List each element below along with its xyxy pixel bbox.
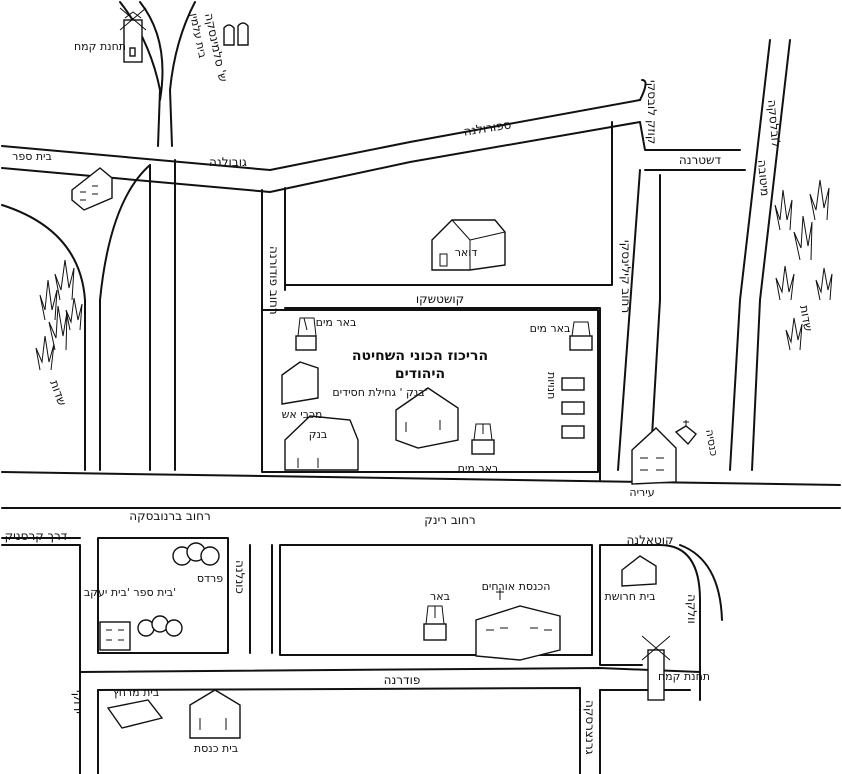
road-left-diagonal — [1, 164, 151, 471]
road-upper-branch — [119, 1, 196, 147]
field-right — [774, 179, 833, 351]
label-windmill-top: תחנת קמח — [74, 40, 126, 53]
field-left — [35, 259, 83, 371]
label-podurna-bottom: פודרנה — [384, 673, 421, 687]
road-lubelska — [729, 39, 791, 471]
label-krasnik-road: דרך קרסניק — [5, 529, 68, 543]
label-fire-station: מכבי אש — [282, 408, 323, 421]
label-well-3: באר מים — [458, 462, 499, 475]
road-kosciuszko — [284, 307, 601, 481]
label-well-4: באר — [430, 590, 450, 603]
label-center-title-1: הריכוז הכוני השחיטה — [352, 348, 488, 364]
lower-middle-block — [279, 544, 593, 656]
road-lower-left — [1, 537, 99, 774]
label-well-2: באר מים — [530, 322, 571, 335]
shtibl-building-icon — [395, 387, 459, 449]
label-shops: חנויות — [545, 372, 558, 399]
label-branovska: רחוב ברנובסקה — [129, 509, 211, 523]
shops-icon — [561, 377, 585, 439]
well-icon-1 — [295, 317, 317, 351]
well-icon-4 — [423, 605, 447, 641]
label-sadot-right: שדות — [797, 304, 815, 332]
label-gubolna: גובולנה — [209, 155, 247, 169]
label-rooki: ירוקי — [71, 690, 85, 714]
label-kvanowa: כונלנה — [233, 560, 247, 594]
label-church: כנסיה — [703, 428, 721, 457]
road-podurna — [261, 187, 286, 471]
label-garncarska: גרנצרסקה — [583, 700, 597, 755]
orchard-trees-icon — [137, 542, 220, 637]
label-wolka: וולקה — [685, 594, 699, 624]
central-block — [261, 309, 599, 473]
city-hall-icon — [631, 427, 677, 485]
post-office-icon — [431, 219, 506, 271]
label-orchard: פרדס — [197, 572, 223, 585]
road-inner-left — [149, 159, 176, 471]
label-windmill-bottom: תחנת קמח — [658, 670, 710, 683]
label-synagogue: בית כנסת — [194, 742, 238, 755]
label-post: דואר — [455, 246, 478, 259]
fire-station-icon — [281, 361, 319, 405]
label-kosciuszko: קושטשקו — [416, 292, 464, 306]
label-sporolna: ספורולנה — [463, 117, 513, 138]
label-kozlovsky: קוזק לובסקי — [645, 80, 659, 144]
label-center-title-2: היהודים — [395, 366, 445, 382]
well-icon-3 — [471, 423, 495, 455]
label-yeshiva: בית חרושת — [605, 590, 656, 603]
road-lower-right — [599, 544, 723, 701]
well-icon-2 — [569, 321, 593, 351]
road-kozlovsky — [284, 79, 746, 286]
road-podurna-bottom — [79, 667, 701, 774]
school-yaakov-icon — [99, 621, 131, 651]
windmill-bottom-icon — [641, 635, 671, 701]
label-guest-house: הכנסת אורחים — [482, 580, 551, 593]
label-sadot-left: שדות — [47, 378, 69, 407]
guest-house-icon — [475, 588, 561, 661]
lower-left-block — [97, 537, 229, 654]
label-dshtrna: דשטרנה — [679, 153, 722, 167]
house-lower-right-icon — [621, 555, 657, 587]
label-well-1: באר מים — [316, 316, 357, 329]
label-school-top: בית ספר — [12, 150, 52, 163]
label-kinsk: רחוב קילינסקי — [619, 240, 633, 313]
church-icon — [674, 420, 697, 446]
synagogue-icon — [189, 689, 241, 739]
road-rooki — [249, 544, 273, 654]
label-city-hall: עיריה — [629, 486, 654, 499]
bank-building-icon — [284, 415, 359, 471]
label-shtibl: בנק ' גחילת חסידים' — [332, 386, 427, 399]
road-branovska — [1, 471, 841, 509]
bath-house-icon — [106, 699, 164, 729]
road-kinsk — [617, 169, 661, 471]
label-school-yaakov: בית ספר 'בית יעקב' — [84, 586, 176, 599]
tombstones-icon — [223, 22, 249, 46]
windmill-icon — [119, 7, 147, 63]
label-podurna-left: רחוב פודורנה — [267, 246, 281, 315]
label-lubelska: לובלסקה — [765, 99, 783, 148]
label-tomaszowska: קוטאלנה — [626, 533, 673, 547]
label-bank: בנק — [309, 428, 328, 441]
school-icon — [71, 167, 113, 211]
label-mitova: מיטובה — [755, 159, 772, 197]
label-rynek: רחוב רינק — [424, 513, 475, 527]
label-bath: בית מרחץ — [113, 686, 159, 699]
